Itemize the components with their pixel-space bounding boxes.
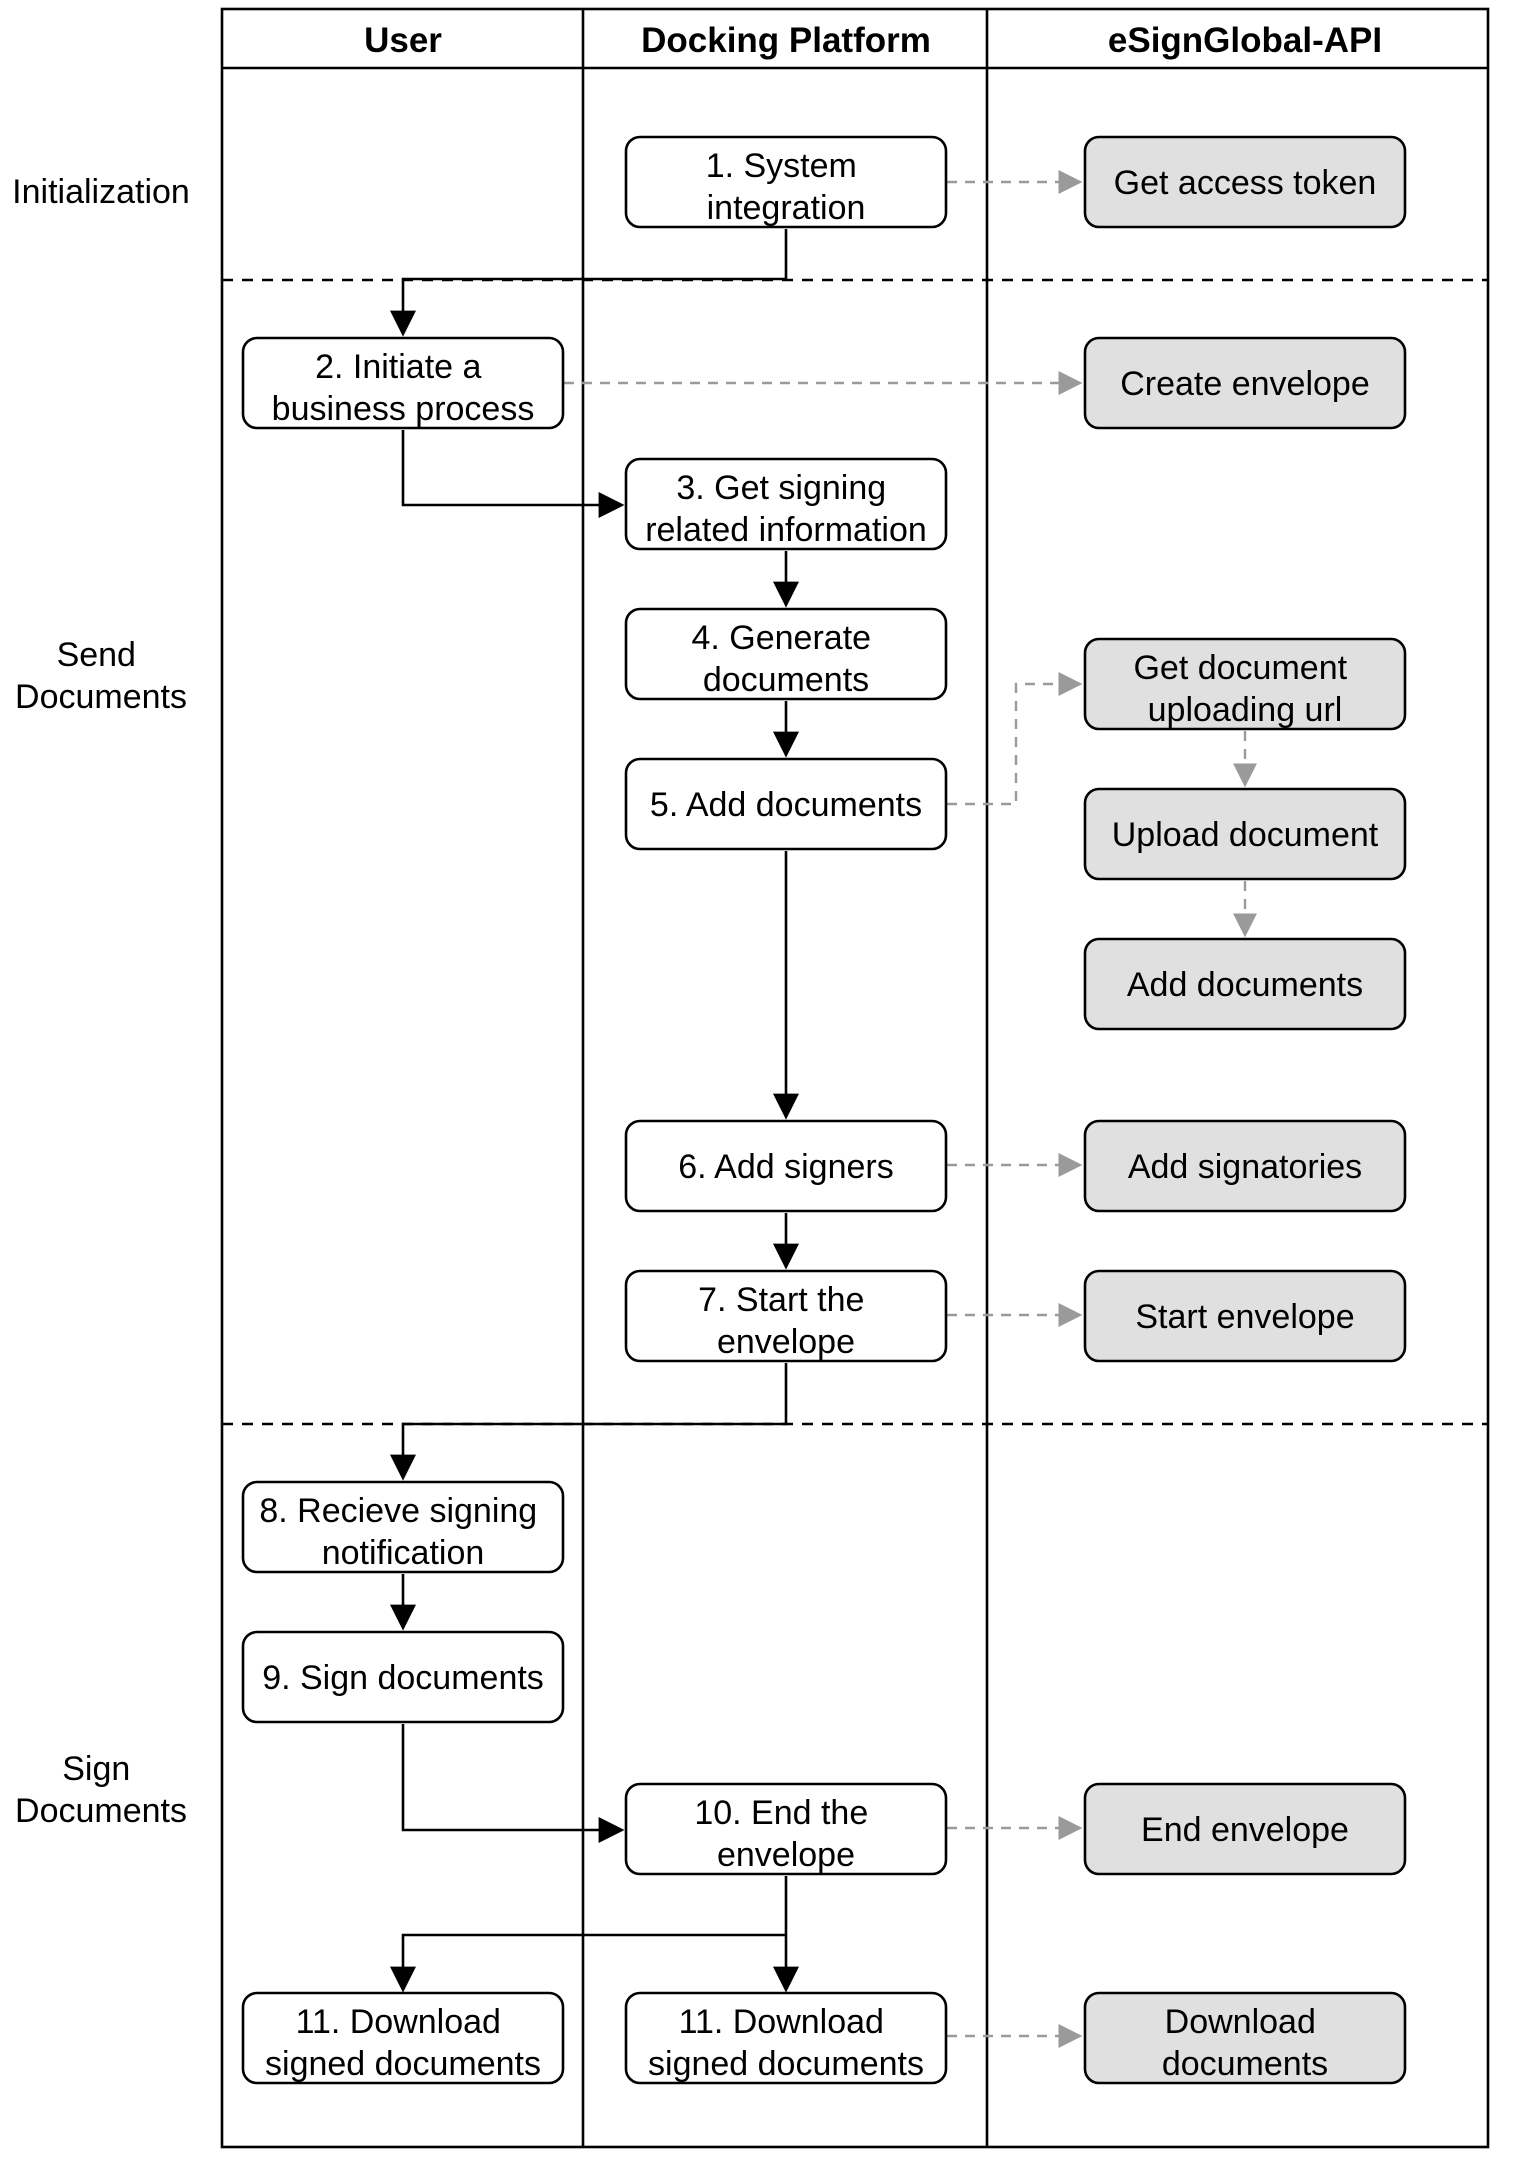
connector-2-to-3	[401, 430, 625, 518]
step-6-add-signers: 6. Add signers	[624, 1119, 948, 1213]
svg-text:4. Generate documents: 4. Generate documents	[691, 619, 880, 699]
step-5-add-documents: 5. Add documents	[624, 757, 948, 851]
lane-frame	[220, 7, 1490, 2149]
api-start-envelope: Start envelope	[1083, 1269, 1407, 1363]
step-1-system-integration: 1. System integration	[624, 135, 948, 229]
connector-9-to-10	[401, 1724, 625, 1843]
connector-1-to-2	[390, 229, 788, 337]
svg-text:Initialization: Initialization	[12, 173, 190, 211]
svg-text:1. System integration: 1. System integration	[706, 147, 867, 227]
step-10-end-envelope: 10. End the envelope	[624, 1782, 948, 1876]
svg-text:Send Documents: Send Documents	[15, 636, 187, 716]
connector-7-to-8	[390, 1363, 788, 1481]
connector-10-to-11-user	[390, 1933, 786, 1993]
api-create-envelope: Create envelope	[1083, 336, 1407, 430]
api-call-connectors	[564, 170, 1257, 2048]
svg-text:Get document uploading u: Get document uploading url	[1133, 649, 1356, 729]
svg-text:3. Get signing related i: 3. Get signing related information	[645, 469, 927, 549]
step-9-sign-documents: 9. Sign documents	[241, 1630, 565, 1724]
lane-header-platform: Docking Platform	[641, 21, 931, 60]
svg-text:Download documents: Download documents	[1162, 2003, 1328, 2083]
api-download-documents: Download documents	[1083, 1991, 1407, 2085]
svg-text:Sign Documents: Sign Documents	[15, 1750, 187, 1830]
svg-text:Add documents: Add documents	[1127, 966, 1363, 1004]
svg-text:6. Add signers: 6. Add signers	[678, 1148, 893, 1186]
svg-text:Create envelope: Create envelope	[1120, 365, 1370, 403]
svg-text:Get access token: Get access token	[1114, 164, 1377, 202]
svg-text:7. Start the envelope: 7. Start the envelope	[698, 1281, 874, 1361]
svg-text:5. Add documents: 5. Add documents	[650, 786, 922, 824]
api-connector-upload-url	[947, 672, 1083, 806]
step-3-get-signing-information: 3. Get signing related information	[624, 457, 948, 551]
api-get-access-token: Get access token	[1083, 135, 1407, 229]
phase-label-initialization: Initialization	[12, 173, 190, 211]
api-get-document-uploading-url: Get document uploading url	[1083, 637, 1407, 731]
svg-text:End envelope: End envelope	[1141, 1811, 1349, 1849]
svg-text:Start envelope: Start envelope	[1135, 1298, 1354, 1336]
step-2-initiate-business-process: 2. Initiate a business process	[241, 336, 565, 430]
phase-label-sign-documents: Sign Documents	[15, 1750, 187, 1830]
step-11-download-signed-documents-platform: 11. Download signed documents	[624, 1991, 948, 2085]
api-add-documents: Add documents	[1083, 937, 1407, 1031]
api-end-envelope: End envelope	[1083, 1782, 1407, 1876]
svg-text:Upload document: Upload document	[1112, 816, 1379, 854]
step-4-generate-documents: 4. Generate documents	[624, 607, 948, 701]
step-8-receive-signing-notification: 8. Recieve signing notification	[241, 1480, 565, 1574]
step-7-start-envelope: 7. Start the envelope	[624, 1269, 948, 1363]
svg-text:Add signatories: Add signatories	[1128, 1148, 1362, 1186]
svg-text:2. Initiate a business p: 2. Initiate a business process	[272, 348, 535, 428]
svg-text:9. Sign documents: 9. Sign documents	[262, 1659, 544, 1697]
api-upload-document: Upload document	[1083, 787, 1407, 881]
step-11-download-signed-documents-user: 11. Download signed documents	[241, 1991, 565, 2085]
lane-header-user: User	[364, 21, 442, 60]
phase-label-send-documents: Send Documents	[15, 636, 187, 716]
svg-text:10. End the envelope: 10. End the envelope	[694, 1794, 877, 1874]
svg-text:11. Download signed docu: 11. Download signed documents	[648, 2003, 924, 2083]
svg-text:8. Recieve signing notif: 8. Recieve signing notification	[259, 1492, 546, 1572]
svg-text:11. Download signed docu: 11. Download signed documents	[265, 2003, 541, 2083]
lane-header-api: eSignGlobal-API	[1108, 21, 1382, 60]
api-add-signatories: Add signatories	[1083, 1119, 1407, 1213]
main-flow-connectors	[390, 229, 799, 1993]
